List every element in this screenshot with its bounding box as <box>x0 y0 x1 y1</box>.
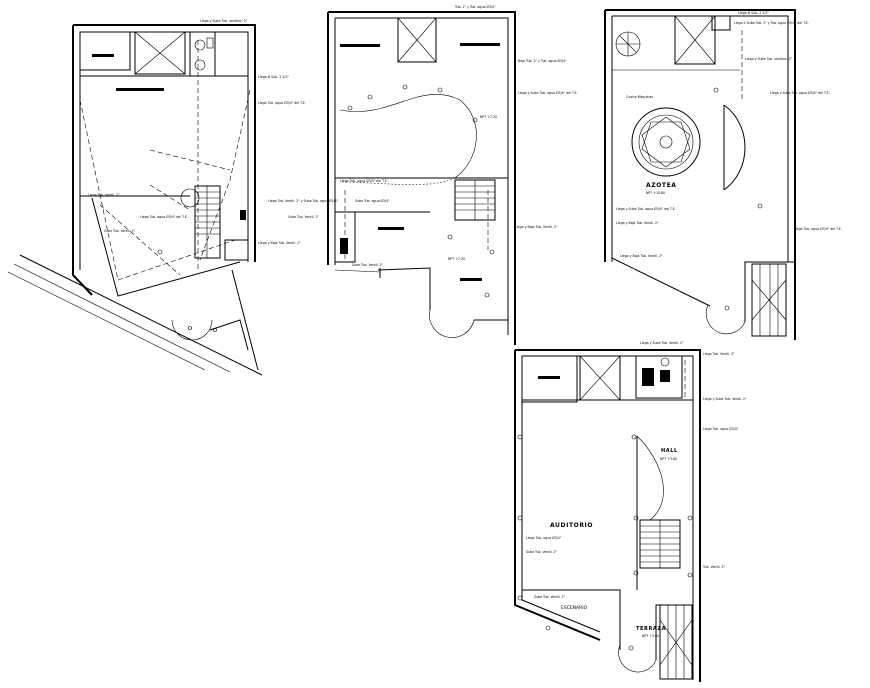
pipe-note: Tub. Ventil. 2" <box>702 565 726 569</box>
stage-label: ESCENARIO <box>561 605 588 611</box>
pipe-note: Llega y Sube Tub. ventilac. 2" <box>745 57 793 61</box>
pipe-note: Llega Tub. agua Ø3/4" <box>526 535 562 540</box>
room-label-bar <box>116 88 164 91</box>
stair-steps <box>195 186 220 258</box>
pipe-note: Sube Tub. Ventil. 2" <box>352 263 384 267</box>
pipe-note: Llega y Sube Tub. ventilac. 2" <box>200 19 248 23</box>
pipe-note: Llega Tub. agua Ø3/4" del T.E. <box>258 100 306 105</box>
pipe-note: Llega Tub. agua Ø3/4" del T.E. <box>794 226 842 231</box>
second-floor-plan: Tub. 2" y Tub. agua Ø3/4" Baja Tub. 2" y… <box>327 4 578 345</box>
pipe-note: Llega Ø Sub. 2 1/2" <box>258 74 289 79</box>
level-marker: NPT +3.60 <box>660 457 677 461</box>
pipe-note: Llega Tub. agua Ø3/4" del T.E. <box>340 178 388 183</box>
room-label-bar <box>538 376 560 379</box>
stair-steps <box>455 180 495 220</box>
pipe-note: Sube Tub. Ventil. 2" <box>534 595 566 599</box>
pipe-note: Sube Tub. Ventil. 2" <box>104 229 136 233</box>
room-label-bar <box>340 44 380 47</box>
pipe-note: Llega y Baja Tub. Ventil. 2" <box>616 221 659 225</box>
pipe-note: Sube Tub. Ventil. 2" <box>288 215 320 219</box>
auditorium-floor-plan: AUDITORIO ESCENARIO TERRAZA NPT +3.60 HA… <box>514 341 747 682</box>
level-marker: NPT +10.80 <box>646 191 665 195</box>
pipe-note: Llega Tub. agua Ø3/4" del T.E. <box>140 214 188 219</box>
level-marker: NPT +7.20 <box>448 257 465 261</box>
room-note: Cuarto Máquinas <box>626 95 653 99</box>
room-label-bar <box>378 227 404 230</box>
level-marker: NPT +7.20 <box>480 115 497 119</box>
stair-steps <box>640 520 680 568</box>
pipe-note: Llega Tub. Ventil. 2" <box>703 352 735 356</box>
pipe-note: Llega Tub. Ventil. 2" y Sube Tub. agua Ø… <box>268 198 339 203</box>
roof-title: AZOTEA <box>646 182 677 189</box>
pipe-note: Llega Ø Sub. 2 1/2" <box>738 10 769 15</box>
room-label-bar <box>460 278 482 281</box>
room-label-bar <box>460 43 500 46</box>
ground-floor-plan: Llega y Sube Tub. ventilac. 2" Llega Ø S… <box>7 19 339 376</box>
dome-skylight <box>631 107 701 177</box>
room-label-bar <box>92 54 114 57</box>
pipe-note: Llega y Baja Tub. Ventil. 2" <box>515 225 558 229</box>
pipe-note: Sube Tub. agua Ø3/4" <box>355 198 390 203</box>
pipe-note: Llega y Sube Tub. Ventil. 2" <box>640 341 684 345</box>
pipe-note: Llega y Sube Tub. agua Ø3/4" del T.E. <box>770 90 830 95</box>
pipe-note: Tub. 2" y Tub. agua Ø3/4" <box>454 4 496 9</box>
terrace-label: TERRAZA <box>636 626 666 632</box>
pipe-note: Llega y Sube Tub. agua Ø3/4" del T.E. <box>616 206 676 211</box>
pipe-note: Sube Tub. Ventil. 2" <box>526 550 558 554</box>
level-marker: NPT +3.60 <box>642 634 659 638</box>
pipe-note: Baja Tub. 2" y Tub. agua Ø3/4" <box>518 58 567 63</box>
pipe-note: Llega 2 Sube Tub. 2" y Tub. agua Ø3/4" d… <box>734 20 809 25</box>
auditorium-label: AUDITORIO <box>550 522 593 529</box>
pipe-note: Llega Tub. agua Ø3/4" <box>703 426 739 431</box>
pipe-note: Llega y Baja Tub. Ventil. 2" <box>620 254 663 258</box>
hall-label: HALL <box>661 448 678 454</box>
pipe-note: Llega Tub. Ventil. 2" <box>88 193 120 197</box>
pipe-note: Llega y Sube Tub. agua Ø3/4" del T.E. <box>518 90 578 95</box>
pipe-note: Llega y Baja Tub. Ventil. 2" <box>258 241 301 245</box>
roof-plan: AZOTEA NPT +10.80 Cuarto Máquinas Llega … <box>604 9 842 340</box>
pipe-note: Llega y Sube Tub. Ventil. 2" <box>703 397 747 401</box>
